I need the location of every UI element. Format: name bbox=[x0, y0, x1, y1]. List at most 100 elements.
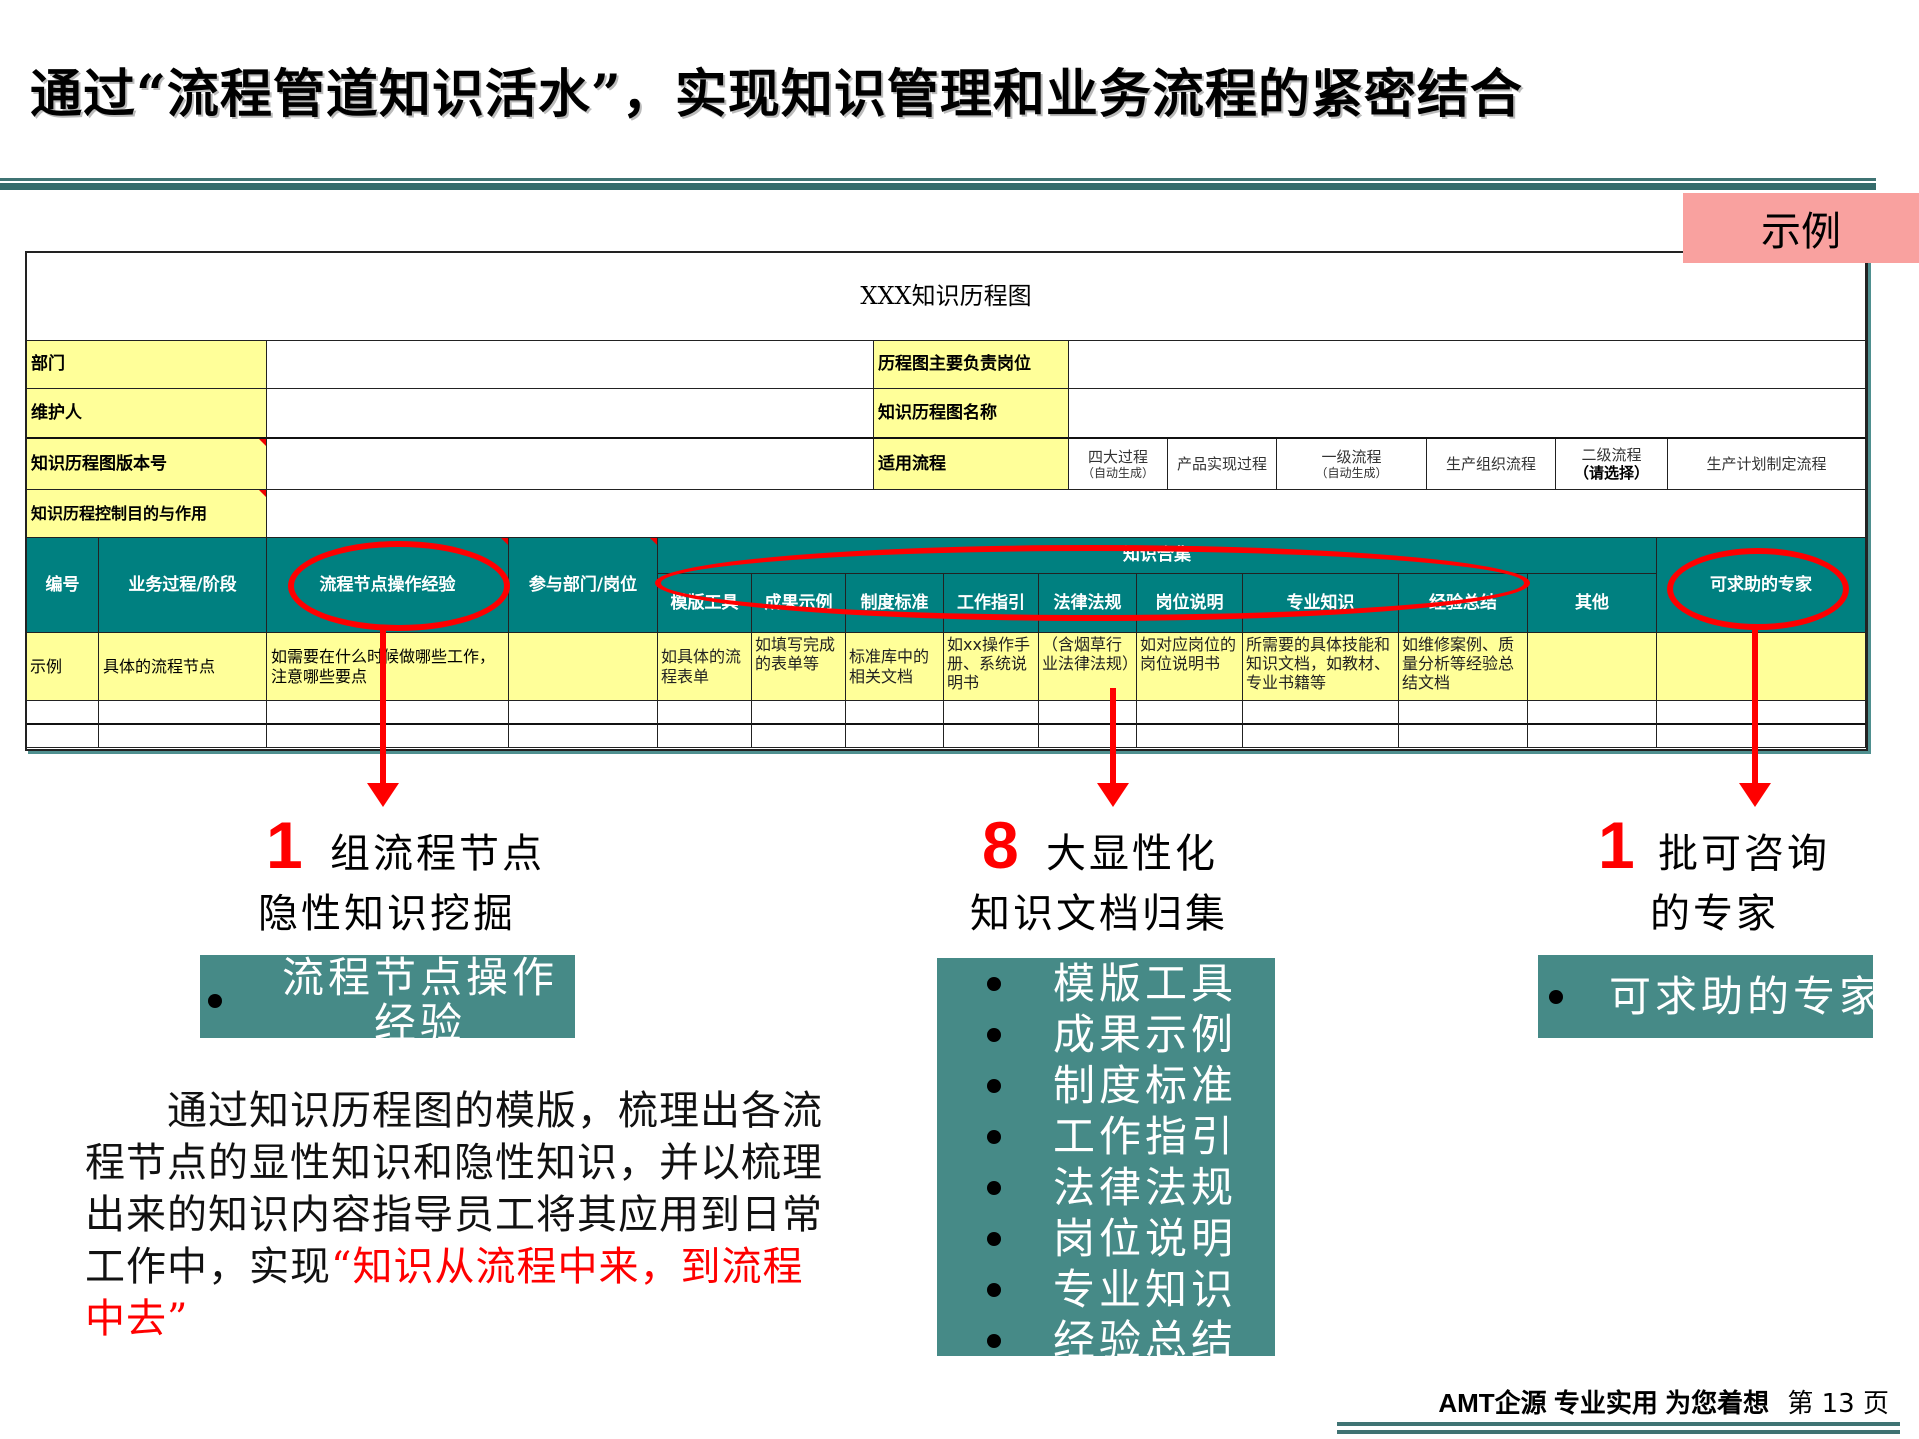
section2-heading-line1: 大显性化 bbox=[1046, 831, 1218, 877]
blank-cell[interactable] bbox=[267, 725, 509, 748]
list-item: 专业知识 bbox=[937, 1264, 1275, 1315]
blank-cell[interactable] bbox=[99, 725, 267, 748]
blank-cell[interactable] bbox=[509, 701, 658, 725]
list-item: 流程节点操作经验 bbox=[200, 955, 575, 1038]
example-standards: 标准库中的相关文档 bbox=[846, 633, 944, 701]
blank-cell[interactable] bbox=[27, 701, 99, 725]
blank-cell[interactable] bbox=[1657, 701, 1866, 725]
blank-cell[interactable] bbox=[944, 701, 1039, 725]
summary-paragraph: 通过知识历程图的模版，梳理出各流程节点的显性知识和隐性知识，并以梳理出来的知识内… bbox=[85, 1085, 825, 1345]
title-divider bbox=[0, 178, 1876, 181]
list-item: 模版工具 bbox=[937, 958, 1275, 1009]
blank-cell[interactable] bbox=[1137, 701, 1243, 725]
example-no: 示例 bbox=[27, 633, 99, 701]
header-other: 其他 bbox=[1528, 574, 1657, 633]
bullet-icon bbox=[987, 1231, 1001, 1246]
section3-number: 1 bbox=[1598, 808, 1635, 882]
section2-number: 8 bbox=[982, 808, 1019, 882]
label-maintainer: 维护人 bbox=[27, 389, 267, 439]
footer-brand: AMT企源 专业实用 为您着想 bbox=[1438, 1388, 1770, 1418]
title-divider-thick bbox=[0, 183, 1876, 190]
field-department[interactable] bbox=[267, 341, 874, 389]
bullet-icon bbox=[987, 1282, 1001, 1297]
blank-cell[interactable] bbox=[27, 725, 99, 748]
header-job-descriptions: 岗位说明 bbox=[1137, 574, 1243, 633]
blank-cell[interactable] bbox=[1039, 701, 1137, 725]
header-expert: 可求助的专家 bbox=[1657, 538, 1866, 633]
blank-cell[interactable] bbox=[752, 701, 846, 725]
blank-cell[interactable] bbox=[1039, 725, 1137, 748]
field-map-name[interactable] bbox=[1069, 389, 1866, 439]
level2-cell: 二级流程 （请选择） bbox=[1556, 439, 1668, 490]
arrow-line-middle bbox=[1110, 688, 1116, 783]
blank-cell[interactable] bbox=[846, 725, 944, 748]
four-processes-cell: 四大过程 （自动生成） bbox=[1069, 439, 1168, 490]
label-applicable-process: 适用流程 bbox=[874, 439, 1069, 490]
blank-cell[interactable] bbox=[1399, 725, 1528, 748]
bullet-icon bbox=[987, 1180, 1001, 1195]
blank-cell[interactable] bbox=[1243, 725, 1399, 748]
slide-title: 通过“流程管道知识活水”，实现知识管理和业务流程的紧密结合 bbox=[30, 64, 1523, 125]
list-item: 岗位说明 bbox=[937, 1213, 1275, 1264]
field-maintainer[interactable] bbox=[267, 389, 874, 439]
section2-list: 模版工具成果示例制度标准工作指引法律法规岗位说明专业知识经验总结 bbox=[937, 958, 1275, 1356]
blank-cell[interactable] bbox=[846, 701, 944, 725]
sheet-title: XXX知识历程图 bbox=[27, 253, 1866, 341]
example-tag: 示例 bbox=[1683, 193, 1919, 263]
blank-cell[interactable] bbox=[1657, 725, 1866, 748]
level2-value-select[interactable]: 生产计划制定流程 bbox=[1668, 439, 1866, 490]
example-job-descriptions: 如对应岗位的岗位说明书 bbox=[1137, 633, 1243, 701]
header-template-tools: 模版工具 bbox=[658, 574, 752, 633]
label-version: 知识历程图版本号 bbox=[27, 439, 267, 490]
blank-cell[interactable] bbox=[1243, 701, 1399, 725]
blank-cell[interactable] bbox=[1528, 725, 1657, 748]
bullet-icon bbox=[1549, 989, 1563, 1004]
arrow-down-icon bbox=[1739, 783, 1771, 807]
page-prefix: 第 bbox=[1787, 1389, 1814, 1419]
field-version[interactable] bbox=[267, 439, 874, 490]
header-lessons-learned: 经验总结 bbox=[1399, 574, 1528, 633]
label-department: 部门 bbox=[27, 341, 267, 389]
section2-heading-line2: 知识文档归集 bbox=[970, 891, 1228, 937]
bullet-icon bbox=[208, 994, 222, 1008]
section3-heading-line2: 的专家 bbox=[1650, 891, 1779, 937]
blank-cell[interactable] bbox=[752, 725, 846, 748]
field-purpose[interactable] bbox=[267, 490, 1866, 538]
blank-cell[interactable] bbox=[1137, 725, 1243, 748]
page-number: 13 bbox=[1821, 1389, 1855, 1419]
section1-number: 1 bbox=[266, 808, 303, 882]
label-map-name: 知识历程图名称 bbox=[874, 389, 1069, 439]
level1-value[interactable]: 生产组织流程 bbox=[1427, 439, 1556, 490]
list-item: 可求助的专家 bbox=[1538, 971, 1873, 1022]
product-realization-cell: 产品实现过程 bbox=[1168, 439, 1277, 490]
list-item: 工作指引 bbox=[937, 1111, 1275, 1162]
section1-heading-line2: 隐性知识挖掘 bbox=[258, 891, 516, 937]
arrow-down-icon bbox=[367, 783, 399, 807]
blank-cell[interactable] bbox=[658, 701, 752, 725]
blank-cell[interactable] bbox=[658, 725, 752, 748]
blank-cell[interactable] bbox=[99, 701, 267, 725]
example-professional-knowledge: 所需要的具体技能和知识文档，如教材、专业书籍等 bbox=[1243, 633, 1399, 701]
footer-divider bbox=[1337, 1422, 1900, 1426]
list-item: 经验总结 bbox=[937, 1315, 1275, 1356]
blank-cell[interactable] bbox=[944, 725, 1039, 748]
blank-cell[interactable] bbox=[1399, 701, 1528, 725]
example-template-tools: 如具体的流程表单 bbox=[658, 633, 752, 701]
list-item: 制度标准 bbox=[937, 1060, 1275, 1111]
header-work-guides: 工作指引 bbox=[944, 574, 1039, 633]
field-owner-position[interactable] bbox=[1069, 341, 1866, 389]
arrow-line-left bbox=[380, 628, 386, 783]
example-department bbox=[509, 633, 658, 701]
blank-cell[interactable] bbox=[1528, 701, 1657, 725]
header-department: 参与部门/岗位 bbox=[509, 538, 658, 633]
example-experience: 如需要在什么时候做哪些工作，注意哪些要点 bbox=[267, 633, 509, 701]
blank-cell[interactable] bbox=[267, 701, 509, 725]
arrow-line-right bbox=[1752, 628, 1758, 783]
section3-heading-line1: 批可咨询 bbox=[1658, 831, 1830, 877]
header-no: 编号 bbox=[27, 538, 99, 633]
level2-note: （请选择） bbox=[1573, 464, 1649, 482]
blank-cell[interactable] bbox=[509, 725, 658, 748]
bullet-icon bbox=[987, 1333, 1001, 1348]
level1-cell: 一级流程 （自动生成） bbox=[1277, 439, 1427, 490]
footer: AMT企源 专业实用 为您着想 第 13 页 bbox=[1438, 1383, 1889, 1420]
